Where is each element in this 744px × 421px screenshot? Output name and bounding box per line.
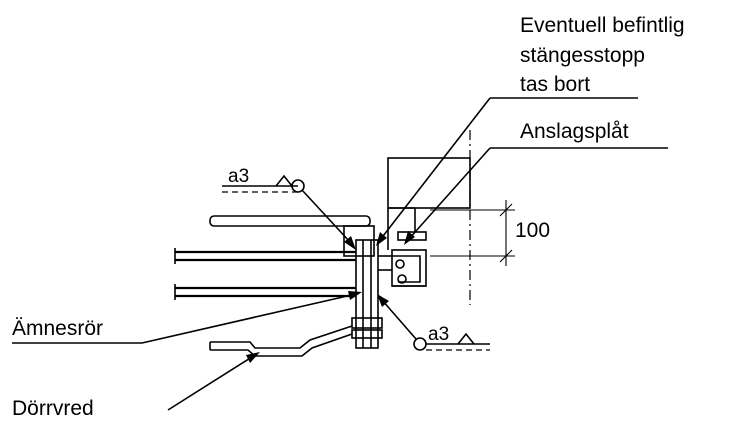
removed-stop-label-2: stängesstopp xyxy=(520,44,645,67)
door-frame xyxy=(387,130,471,305)
blank-tube-label: Ämnesrör xyxy=(12,317,103,340)
removed-stop-label-3: tas bort xyxy=(520,73,590,96)
arrow-icon xyxy=(344,236,356,250)
door-handle xyxy=(209,325,353,357)
door-handle-callout: Dörrvred xyxy=(12,352,260,420)
upper-bracket xyxy=(209,215,375,257)
arrow-icon xyxy=(348,291,362,300)
blank-tube-callout: Ämnesrör xyxy=(12,291,362,344)
blank-tube xyxy=(174,248,356,300)
lower-weld-label: a3 xyxy=(428,324,449,345)
arrow-icon xyxy=(246,352,260,363)
removed-stop-callout: Eventuell befintlig stängesstopp tas bor… xyxy=(376,14,685,246)
upper-weld-label: a3 xyxy=(228,166,249,187)
removed-stop-label-1: Eventuell befintlig xyxy=(520,14,685,37)
arrow-icon xyxy=(377,294,389,307)
stop-plate xyxy=(391,231,427,287)
lower-weld-symbol: a3 xyxy=(377,294,490,351)
stop-plate-callout: Anslagsplåt xyxy=(404,120,668,245)
door-handle-label: Dörrvred xyxy=(12,397,94,420)
upper-weld-symbol: a3 xyxy=(222,166,356,250)
arrow-icon xyxy=(404,231,415,245)
dimension-100: 100 xyxy=(430,200,550,266)
dimension-value: 100 xyxy=(515,219,550,242)
arrow-icon xyxy=(376,232,387,246)
stop-plate-label: Anslagsplåt xyxy=(520,120,629,143)
